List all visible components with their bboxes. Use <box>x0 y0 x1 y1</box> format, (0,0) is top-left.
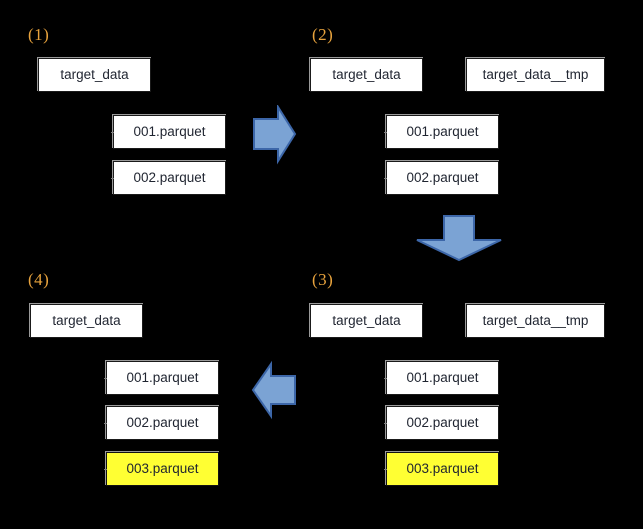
node-002-parquet-panel4: 002.parquet <box>104 406 219 440</box>
arrow-down-step2-to-step3 <box>415 214 503 262</box>
panel-label-2: (2) <box>312 25 334 44</box>
node-target-data-tmp-panel3: target_data__tmp <box>466 304 605 338</box>
node-002-parquet-panel1: 002.parquet <box>111 161 226 195</box>
node-001-parquet-panel2: 001.parquet <box>384 115 499 149</box>
arrow-right-step1-to-step2 <box>252 105 297 165</box>
node-target-data-panel2: target_data <box>310 58 423 92</box>
node-target-data-tmp-panel2: target_data__tmp <box>466 58 605 92</box>
node-target-data-panel4: target_data <box>30 304 143 338</box>
node-001-parquet-panel1: 001.parquet <box>111 115 226 149</box>
node-003-parquet-panel3: 003.parquet <box>384 452 499 486</box>
panel-label-3: (3) <box>312 270 334 289</box>
panel-label-4: (4) <box>28 270 50 289</box>
panel-label-1: (1) <box>28 25 50 44</box>
node-002-parquet-panel3: 002.parquet <box>384 406 499 440</box>
node-001-parquet-panel3: 001.parquet <box>384 361 499 395</box>
node-001-parquet-panel4: 001.parquet <box>104 361 219 395</box>
node-002-parquet-panel2: 002.parquet <box>384 161 499 195</box>
node-003-parquet-panel4: 003.parquet <box>104 452 219 486</box>
node-target-data-panel3: target_data <box>310 304 423 338</box>
arrow-left-step3-to-step4 <box>249 360 297 420</box>
node-target-data-panel1: target_data <box>38 58 151 92</box>
